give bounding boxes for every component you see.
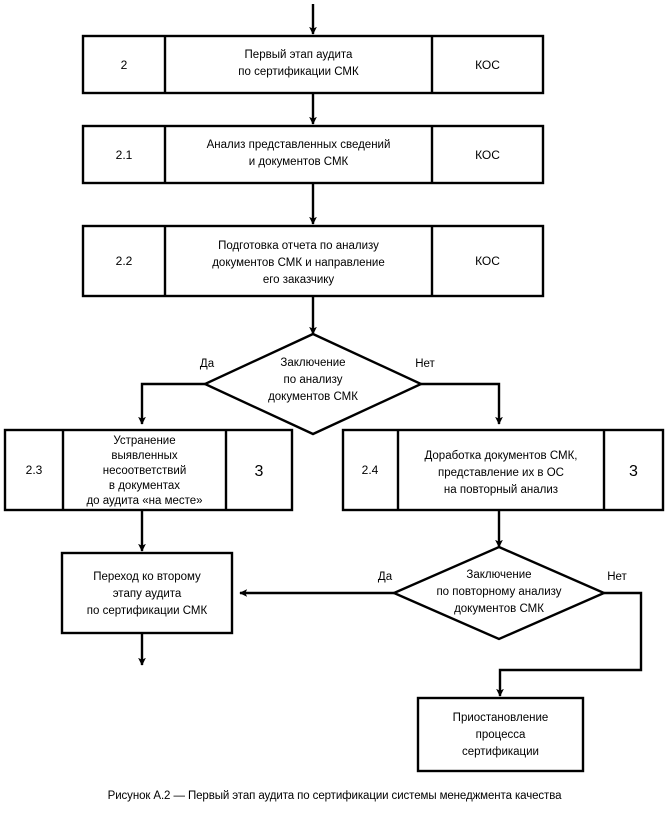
node-step21: 2.1 Анализ представленных сведений и док… — [81, 124, 545, 185]
step24-title-line2: представление их в ОС — [438, 467, 564, 479]
node-decision2: Заключение по повторному анализу докумен… — [391, 545, 607, 641]
node-step24: 2.4 Доработка документов СМК, представле… — [341, 428, 665, 512]
step23-code: 2.3 — [26, 463, 43, 477]
step24-title-line1: Доработка документов СМК, — [424, 450, 577, 462]
step23-title-line4: в документах — [109, 480, 180, 492]
step24-code: 2.4 — [362, 463, 379, 477]
node-suspension: Приостановление процесса сертификации — [416, 696, 585, 773]
transition-line3: по сертификации СМК — [87, 605, 208, 617]
decision2-shape — [391, 545, 607, 641]
decision2-line1: Заключение — [466, 569, 531, 581]
connector-decision1-no — [421, 382, 503, 425]
connector-decision1-yes — [138, 382, 205, 425]
step22-title-line3: его заказчику — [263, 274, 335, 286]
decision2-yes-label: Да — [378, 571, 393, 583]
node-step23: 2.3 Устранение выявленных несоответствий… — [3, 428, 294, 512]
step21-actor: КОС — [475, 148, 500, 162]
transition-line2: этапу аудита — [113, 588, 182, 600]
step21-title-line2: и документов СМК — [249, 156, 349, 168]
step22-actor: КОС — [475, 254, 500, 268]
step23-title-line5: до аудита «на месте» — [86, 495, 202, 507]
decision1-line2: по анализу — [284, 374, 343, 386]
suspension-line1: Приостановление — [453, 712, 549, 724]
connector-decision2-no — [496, 591, 643, 697]
step2-actor: КОС — [475, 58, 500, 72]
suspension-line2: процесса — [476, 729, 526, 741]
node-step22: 2.2 Подготовка отчета по анализу докумен… — [81, 224, 545, 298]
step22-title-line1: Подготовка отчета по анализу — [218, 240, 379, 252]
decision1-no-label: Нет — [415, 358, 435, 370]
node-transition: Переход ко второму этапу аудита по серти… — [60, 551, 234, 635]
decision1-line1: Заключение — [280, 357, 345, 369]
node-decision1: Заключение по анализу документов СМК — [202, 332, 424, 436]
step22-code: 2.2 — [116, 254, 133, 268]
figure-caption: Рисунок А.2 — Первый этап аудита по серт… — [107, 790, 562, 802]
decision2-line2: по повторному анализу — [436, 586, 561, 598]
decision1-shape — [202, 332, 424, 436]
decision1-yes-label: Да — [200, 358, 215, 370]
node-step2: 2 Первый этап аудита по сертификации СМК… — [81, 34, 545, 95]
step2-title-line2: по сертификации СМК — [238, 66, 359, 78]
suspension-line3: сертификации — [462, 746, 539, 758]
decision2-line3: документов СМК — [454, 603, 544, 615]
step23-title-line2: выявленных — [111, 450, 178, 462]
decision1-line3: документов СМК — [268, 391, 358, 403]
decision2-no-label: Нет — [607, 571, 627, 583]
step24-title-line3: на повторный анализ — [444, 484, 558, 496]
transition-line1: Переход ко второму — [93, 571, 201, 583]
step21-code: 2.1 — [116, 148, 133, 162]
step22-title-line2: документов СМК и направление — [212, 257, 385, 269]
step2-title-line1: Первый этап аудита — [245, 49, 354, 61]
step21-title-line1: Анализ представленных сведений — [207, 139, 391, 151]
step24-actor: 3 — [629, 463, 638, 480]
step23-actor: 3 — [255, 463, 264, 480]
step23-title-line1: Устранение — [113, 435, 175, 447]
step2-code: 2 — [121, 58, 128, 72]
step23-title-line3: несоответствий — [103, 465, 187, 477]
